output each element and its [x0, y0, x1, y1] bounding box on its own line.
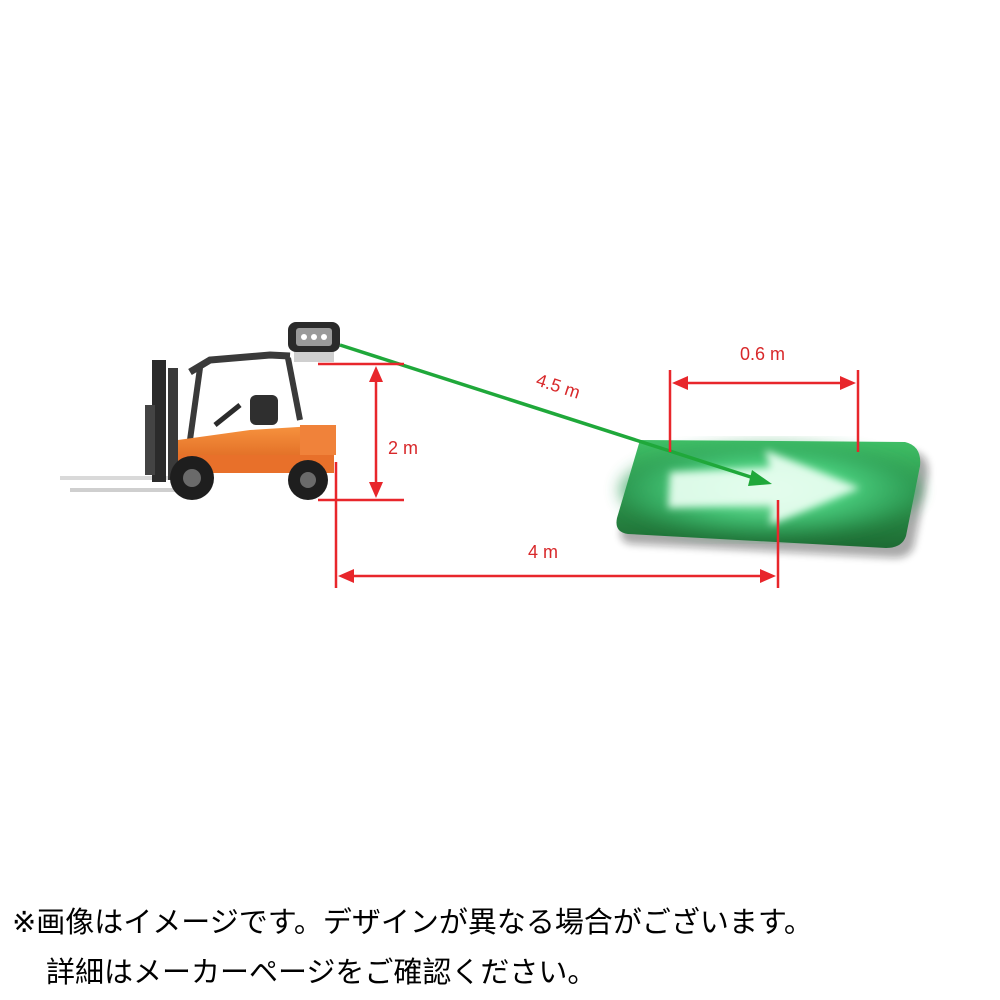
distance-label: 4 m: [528, 542, 558, 562]
arrow-projection: [616, 440, 929, 558]
disclaimer-text: ※画像はイメージです。デザインが異なる場合がございます。 詳細はメーカーページを…: [12, 897, 992, 997]
led-spotlight-icon: [288, 322, 340, 362]
diagram-canvas: 2 m 4 m 0.6 m 4.5 m: [60, 322, 929, 588]
disclaimer-line-2: 詳細はメーカーページをご確認ください。: [46, 955, 597, 989]
width-dimension: 0.6 m: [668, 344, 860, 452]
disclaimer-line-1: ※画像はイメージです。デザインが異なる場合がございます。: [12, 905, 813, 939]
height-label: 2 m: [388, 438, 418, 458]
height-dimension: 2 m: [318, 362, 418, 502]
beam-length-label: 4.5 m: [534, 370, 583, 403]
width-label: 0.6 m: [740, 344, 785, 364]
forklift-illustration: [60, 351, 336, 500]
beam-line: [339, 343, 772, 486]
distance-dimension: 4 m: [334, 462, 780, 588]
